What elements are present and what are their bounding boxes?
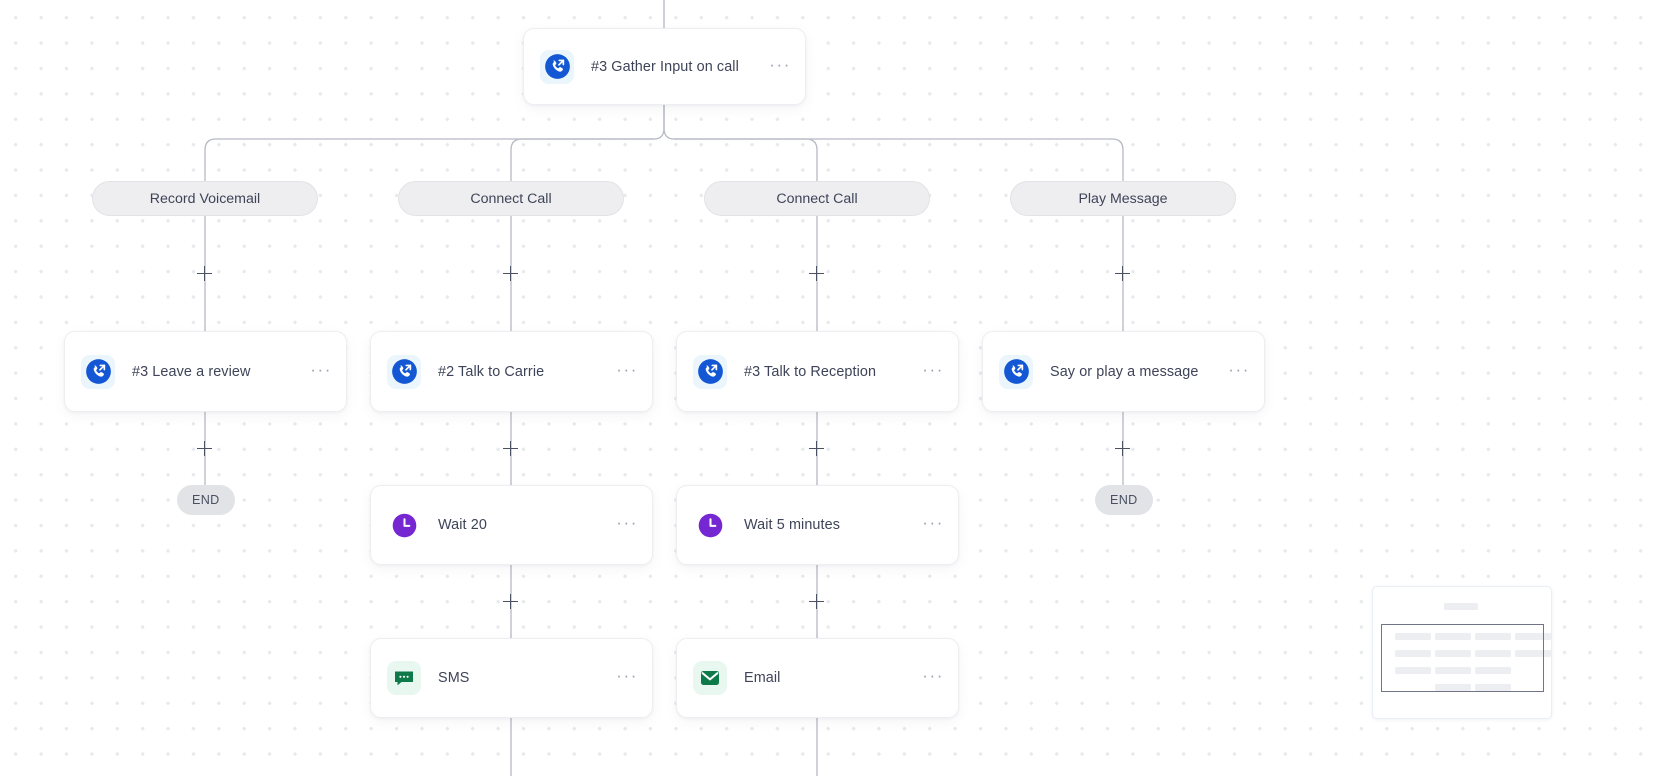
node-menu-button[interactable]: ···: [616, 359, 638, 379]
minimap-node: [1475, 650, 1511, 657]
clock-icon: [387, 508, 421, 542]
end-badge: END: [177, 485, 235, 515]
node-label: #3 Leave a review: [132, 363, 251, 380]
add-step-button[interactable]: [195, 264, 214, 283]
add-step-button[interactable]: [501, 439, 520, 458]
minimap-node: [1395, 633, 1431, 640]
node-menu-button[interactable]: ···: [922, 513, 944, 532]
node-menu-button[interactable]: ···: [922, 359, 944, 379]
add-step-button[interactable]: [807, 439, 826, 458]
node-menu-button[interactable]: ···: [616, 513, 638, 532]
add-step-button[interactable]: [195, 439, 214, 458]
node-label: Wait 20: [438, 517, 487, 533]
node-card-leave-a-review[interactable]: #3 Leave a review ···: [64, 331, 347, 412]
minimap-node: [1515, 633, 1551, 640]
branch-pill-label: Record Voicemail: [149, 190, 261, 207]
node-label: #2 Talk to Carrie: [438, 363, 545, 380]
minimap-node: [1475, 667, 1511, 674]
phone-forward-icon: [693, 354, 727, 389]
minimap-node: [1435, 684, 1471, 691]
end-badge: END: [1095, 485, 1153, 515]
node-menu-button[interactable]: ···: [922, 666, 944, 685]
node-card-gather-input[interactable]: #3 Gather Input on call ···: [523, 28, 806, 105]
email-icon: [693, 661, 727, 695]
minimap-panel[interactable]: [1372, 586, 1552, 719]
branch-pill-label: Connect Call: [470, 190, 552, 207]
node-card-talk-to-carrie[interactable]: #2 Talk to Carrie ···: [370, 331, 653, 412]
add-step-button[interactable]: [807, 264, 826, 283]
phone-forward-icon: [999, 354, 1033, 389]
end-badge-label: END: [1110, 493, 1138, 507]
node-label: #3 Gather Input on call: [591, 58, 739, 75]
minimap-node: [1435, 650, 1471, 657]
node-card-email[interactable]: Email ···: [676, 638, 959, 718]
add-step-button[interactable]: [1113, 439, 1132, 458]
node-label: Say or play a message: [1050, 363, 1199, 380]
minimap-node: [1475, 633, 1511, 640]
node-menu-button[interactable]: ···: [310, 359, 332, 379]
minimap-node: [1475, 684, 1511, 691]
node-menu-button[interactable]: ···: [1228, 359, 1250, 379]
minimap-node: [1395, 650, 1431, 657]
phone-forward-icon: [81, 354, 115, 389]
branch-pill-connect-call-2[interactable]: Connect Call: [704, 181, 930, 216]
node-menu-button[interactable]: ···: [616, 666, 638, 685]
add-step-button[interactable]: [807, 592, 826, 611]
branch-pill-record-voicemail[interactable]: Record Voicemail: [92, 181, 318, 216]
node-card-sms[interactable]: SMS ···: [370, 638, 653, 718]
phone-forward-icon: [387, 354, 421, 389]
add-step-button[interactable]: [501, 592, 520, 611]
minimap-node: [1444, 603, 1478, 610]
minimap-node: [1395, 667, 1431, 674]
minimap-node: [1515, 650, 1551, 657]
minimap-node: [1435, 667, 1471, 674]
add-step-button[interactable]: [501, 264, 520, 283]
end-badge-label: END: [192, 493, 220, 507]
branch-pill-label: Play Message: [1078, 190, 1168, 207]
node-card-say-or-play-a-message[interactable]: Say or play a message ···: [982, 331, 1265, 412]
node-label: Wait 5 minutes: [744, 517, 841, 533]
node-card-talk-to-reception[interactable]: #3 Talk to Reception ···: [676, 331, 959, 412]
node-card-wait-20[interactable]: Wait 20 ···: [370, 485, 653, 565]
node-label: Email: [744, 670, 781, 686]
clock-icon: [693, 508, 727, 542]
branch-pill-connect-call-1[interactable]: Connect Call: [398, 181, 624, 216]
phone-forward-icon: [540, 49, 574, 84]
minimap-viewport-rect[interactable]: [1381, 624, 1544, 692]
node-label: #3 Talk to Reception: [744, 363, 877, 380]
minimap-node: [1435, 633, 1471, 640]
node-label: SMS: [438, 670, 470, 686]
node-menu-button[interactable]: ···: [769, 54, 791, 74]
branch-pill-play-message[interactable]: Play Message: [1010, 181, 1236, 216]
add-step-button[interactable]: [1113, 264, 1132, 283]
branch-pill-label: Connect Call: [776, 190, 858, 207]
sms-icon: [387, 661, 421, 695]
node-card-wait-5-minutes[interactable]: Wait 5 minutes ···: [676, 485, 959, 565]
